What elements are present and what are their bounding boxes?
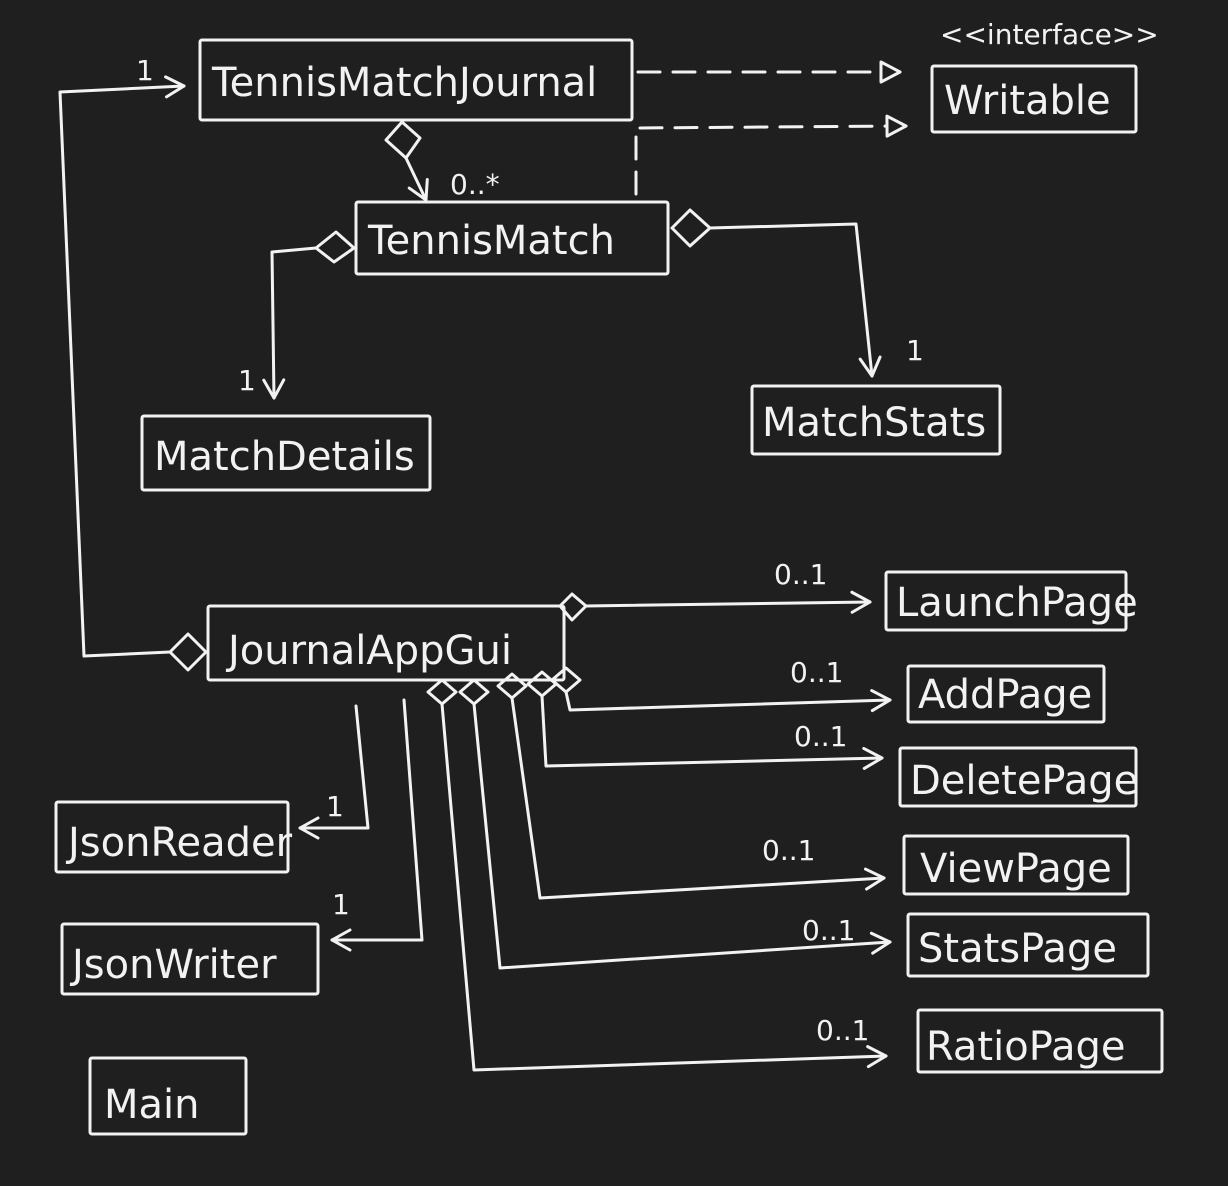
class-ratio-page: RatioPage [916, 1008, 1164, 1074]
aggregation-diamond-stats [670, 208, 712, 248]
multiplicity-gui-statspage: 0..1 [802, 914, 855, 947]
class-delete-page: DeletePage [898, 746, 1138, 808]
multiplicity-gui-delete: 0..1 [794, 720, 847, 753]
aggregation-gui-journal [58, 75, 186, 658]
multiplicity-gui-ratio: 0..1 [816, 1014, 869, 1047]
class-name: TennisMatch [367, 218, 615, 264]
aggregation-diamond-statspage [458, 678, 490, 706]
class-launch-page: LaunchPage [884, 570, 1138, 632]
aggregation-diamond-ratio [426, 678, 458, 706]
class-stats-page: StatsPage [906, 912, 1150, 978]
class-match-stats: MatchStats [750, 384, 1002, 456]
multiplicity-gui-launch: 0..1 [774, 558, 827, 591]
aggregation-gui-launch [584, 590, 872, 614]
association-gui-reader [298, 704, 370, 840]
class-name: MatchDetails [154, 434, 415, 480]
aggregation-diamond-view [496, 672, 528, 700]
class-name: LaunchPage [896, 580, 1138, 626]
class-tennis-match-journal: TennisMatchJournal [198, 38, 634, 122]
class-name: ViewPage [920, 846, 1112, 892]
class-name: TennisMatchJournal [211, 60, 597, 106]
multiplicity-gui-view: 0..1 [762, 834, 815, 867]
multiplicity-match-stats: 1 [906, 334, 924, 367]
aggregation-gui-statspage [472, 702, 892, 970]
class-name: JournalAppGui [225, 628, 512, 674]
class-name: RatioPage [926, 1024, 1126, 1070]
aggregation-gui-add [564, 689, 892, 713]
multiplicity-gui-writer: 1 [332, 888, 350, 921]
class-name: AddPage [918, 672, 1092, 718]
class-match-details: MatchDetails [140, 414, 432, 492]
aggregation-diamond-gui-journal [168, 632, 208, 672]
multiplicity-gui-add: 0..1 [790, 656, 843, 689]
multiplicity-gui-reader: 1 [326, 790, 344, 823]
aggregation-gui-ratio [440, 702, 888, 1072]
class-name: MatchStats [762, 400, 986, 446]
aggregation-gui-delete [540, 694, 884, 770]
multiplicity-match-details: 1 [238, 364, 256, 397]
class-name: DeletePage [910, 758, 1138, 804]
aggregation-match-details [262, 246, 318, 400]
class-json-writer: JsonWriter [60, 922, 320, 996]
interface-stereotype: <<interface>> [940, 18, 1159, 51]
class-name: JsonWriter [69, 942, 277, 988]
class-name: Main [104, 1082, 200, 1128]
aggregation-diamond-journal [384, 120, 422, 160]
class-journal-app-gui: JournalAppGui [206, 604, 566, 682]
class-main: Main [88, 1056, 248, 1136]
class-name: Writable [944, 78, 1111, 124]
class-writable: <<interface>> Writable [930, 18, 1159, 134]
aggregation-journal-match [404, 156, 429, 202]
aggregation-gui-view [510, 696, 886, 900]
aggregation-match-stats [708, 222, 882, 378]
aggregation-diamond-details [314, 230, 356, 264]
class-view-page: ViewPage [902, 834, 1130, 896]
class-json-reader: JsonReader [54, 800, 293, 874]
class-name: StatsPage [918, 926, 1117, 972]
class-tennis-match: TennisMatch [354, 200, 670, 276]
class-name: JsonReader [65, 820, 293, 866]
association-gui-writer [330, 698, 424, 952]
class-add-page: AddPage [906, 664, 1106, 724]
multiplicity-journal-match: 0..* [450, 168, 500, 201]
multiplicity-gui-journal: 1 [136, 54, 154, 87]
realization-match-writable [634, 114, 908, 196]
aggregation-diamond-delete [526, 670, 558, 698]
